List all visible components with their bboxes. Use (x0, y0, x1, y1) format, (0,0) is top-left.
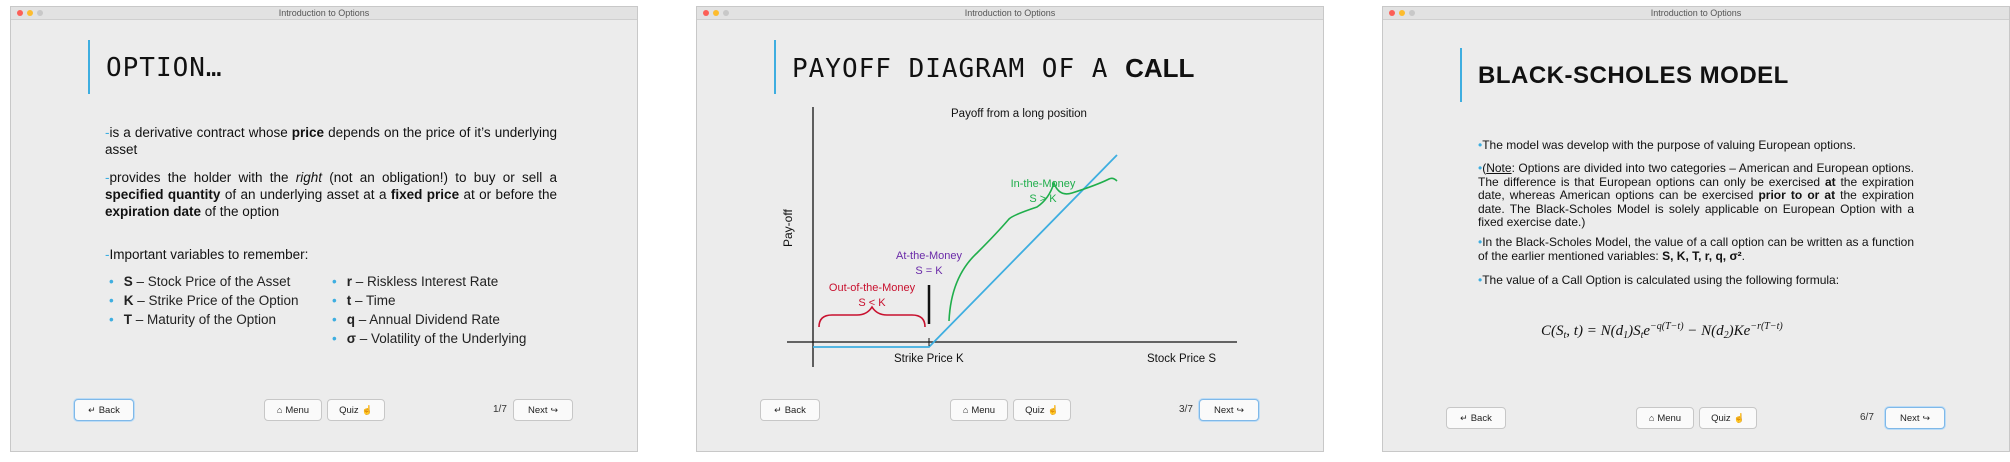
slide-window-6: Introduction to Options BLACK-SCHOLES MO… (1382, 6, 2010, 452)
payoff-line (813, 154, 1118, 348)
atm-condition: S = K (915, 265, 943, 277)
next-button[interactable]: Next↪ (1885, 407, 1945, 429)
next-arrow-icon: ↪ (550, 404, 559, 415)
dash-marker: - (105, 247, 110, 262)
pointer-icon: ☝ (361, 404, 373, 415)
window-title: Introduction to Options (278, 8, 370, 18)
window-titlebar: Introduction to Options (697, 7, 1323, 20)
back-button[interactable]: ↵Back (1446, 407, 1506, 429)
page-indicator: 6/7 (1860, 412, 1874, 423)
quiz-button[interactable]: Quiz☝ (1013, 399, 1071, 421)
variables-heading: -Important variables to remember: (105, 247, 309, 262)
itm-label: In-the-Money (1011, 178, 1076, 190)
strike-label: Strike Price K (894, 353, 964, 365)
bullet-3: •In the Black-Scholes Model, the value o… (1478, 235, 1914, 263)
close-window-button[interactable] (703, 10, 709, 16)
close-window-button[interactable] (17, 10, 23, 16)
back-button[interactable]: ↵Back (760, 399, 820, 421)
quiz-button[interactable]: Quiz☝ (1699, 407, 1757, 429)
itm-condition: S > K (1029, 193, 1057, 205)
dash-marker: - (105, 170, 110, 185)
bullet-2-note: •(Note: Options are divided into two cat… (1478, 161, 1914, 229)
variable-item-r: r – Riskless Interest Rate (332, 272, 526, 291)
bullet-1: •The model was develop with the purpose … (1478, 138, 1856, 152)
definition-paragraph-1: -is a derivative contract whose price de… (105, 125, 557, 157)
close-window-button[interactable] (1389, 10, 1395, 16)
otm-label: Out-of-the-Money (829, 282, 916, 294)
definition-paragraph-2: -provides the holder with the right (not… (105, 170, 558, 219)
next-button[interactable]: Next↪ (513, 399, 573, 421)
zoom-window-button[interactable] (37, 10, 43, 16)
bullet-4: •The value of a Call Option is calculate… (1478, 273, 1840, 287)
menu-button[interactable]: ⌂Menu (1636, 407, 1694, 429)
bullet-marker: • (1478, 138, 1483, 152)
payoff-chart: Payoff from a long position Pay-off Stri… (781, 107, 1237, 367)
back-arrow-icon: ↵ (774, 404, 782, 415)
page-indicator: 1/7 (493, 404, 507, 415)
variable-item-sigma: σ – Volatility of the Underlying (332, 329, 527, 348)
x-axis-label: Stock Price S (1147, 353, 1216, 365)
minimize-window-button[interactable] (1399, 10, 1405, 16)
window-controls (703, 10, 729, 16)
otm-brace (818, 305, 926, 328)
variable-item-q: q – Annual Dividend Rate (332, 310, 526, 329)
pointer-icon: ☝ (1733, 412, 1745, 423)
bullet-marker: • (1478, 161, 1483, 175)
slide-window-1: Introduction to Options OPTION… -is a de… (10, 6, 638, 452)
itm-brace (948, 177, 1118, 322)
home-icon: ⌂ (276, 405, 283, 415)
variable-item-t-time: t – Time (332, 291, 526, 310)
black-scholes-formula: C(St, t) = N(d1)Ste−q(T−t) − N(d2)Ke−r(T… (1541, 321, 1783, 341)
slide-window-3: Introduction to Options PAYOFF DIAGRAM O… (696, 6, 1324, 452)
menu-button[interactable]: ⌂Menu (950, 399, 1008, 421)
minimize-window-button[interactable] (713, 10, 719, 16)
variables-list-left: S – Stock Price of the Asset K – Strike … (109, 272, 299, 329)
slide-title: BLACK-SCHOLES MODEL (1478, 62, 1789, 89)
window-title: Introduction to Options (1650, 8, 1742, 18)
y-axis-label: Pay-off (781, 209, 795, 247)
chart-title: Payoff from a long position (951, 108, 1087, 120)
slide-title: OPTION… (106, 53, 223, 83)
window-controls (17, 10, 43, 16)
title-accent-bar (774, 40, 776, 94)
title-accent-bar (1460, 48, 1462, 102)
home-icon: ⌂ (962, 405, 969, 415)
pointer-icon: ☝ (1047, 404, 1059, 415)
bullet-marker: • (1478, 235, 1483, 249)
variable-item-k: K – Strike Price of the Option (109, 291, 299, 310)
back-arrow-icon: ↵ (88, 404, 96, 415)
window-title: Introduction to Options (964, 8, 1056, 18)
quiz-button[interactable]: Quiz☝ (327, 399, 385, 421)
next-button[interactable]: Next↪ (1199, 399, 1259, 421)
minimize-window-button[interactable] (27, 10, 33, 16)
variable-item-s: S – Stock Price of the Asset (109, 272, 299, 291)
dash-marker: - (105, 125, 110, 140)
menu-button[interactable]: ⌂Menu (264, 399, 322, 421)
window-controls (1389, 10, 1415, 16)
back-button[interactable]: ↵Back (74, 399, 134, 421)
otm-condition: S < K (858, 297, 886, 309)
title-accent-bar (88, 40, 90, 94)
window-titlebar: Introduction to Options (11, 7, 637, 20)
back-arrow-icon: ↵ (1460, 412, 1468, 423)
home-icon: ⌂ (1648, 413, 1655, 423)
atm-label: At-the-Money (896, 250, 963, 262)
slide-title: PAYOFF DIAGRAM OF A CALL (792, 53, 1195, 84)
variable-item-t-maturity: T – Maturity of the Option (109, 310, 299, 329)
next-arrow-icon: ↪ (1922, 412, 1931, 423)
next-arrow-icon: ↪ (1236, 404, 1245, 415)
variables-list-right: r – Riskless Interest Rate t – Time q – … (332, 272, 527, 348)
bullet-marker: • (1478, 273, 1483, 287)
page-indicator: 3/7 (1179, 404, 1193, 415)
zoom-window-button[interactable] (723, 10, 729, 16)
window-titlebar: Introduction to Options (1383, 7, 2009, 20)
zoom-window-button[interactable] (1409, 10, 1415, 16)
